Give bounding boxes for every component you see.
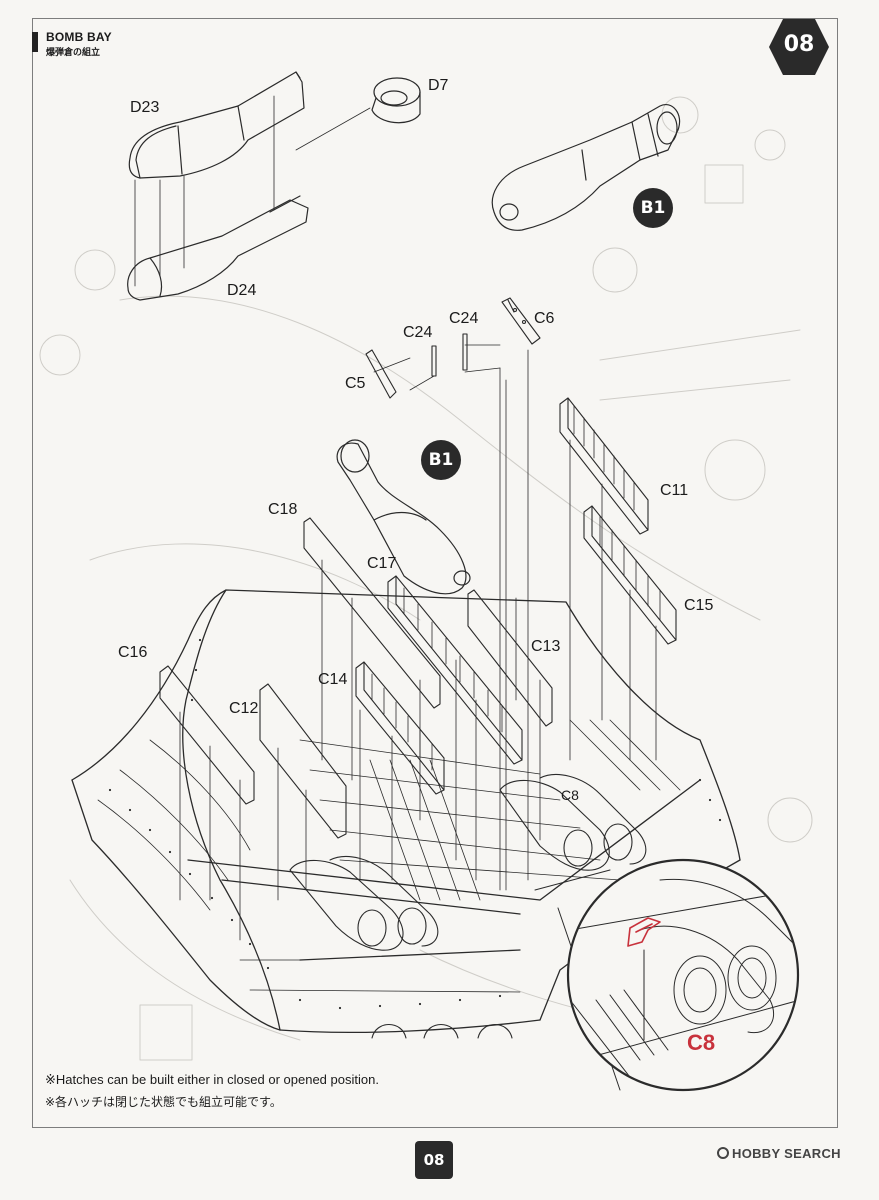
- part-c14-door: [355, 661, 445, 881]
- page-frame: [32, 18, 838, 1128]
- label-d24: D24: [227, 282, 257, 299]
- part-d23-bomb-half: [128, 71, 305, 179]
- c8-highlight-part: [627, 917, 661, 947]
- assembly-guides-d23-d24: [134, 95, 371, 287]
- label-c14: C14: [318, 671, 348, 688]
- label-c13: C13: [531, 638, 561, 655]
- part-c11-door: [559, 397, 649, 761]
- watermark-text: HOBBY SEARCH: [732, 1146, 841, 1161]
- label-c24-right: C24: [449, 310, 479, 327]
- hobby-search-logo-icon: [717, 1147, 729, 1159]
- note-english: ※Hatches can be built either in closed o…: [45, 1072, 379, 1087]
- part-c12-door: [239, 683, 347, 941]
- bay-bombs: [289, 774, 647, 951]
- label-c11: C11: [660, 482, 689, 499]
- label-c16: C16: [118, 644, 148, 661]
- page-number: 08: [415, 1141, 453, 1179]
- part-b1-bomb-assembled: [491, 104, 681, 231]
- c8-detail-callout: [534, 858, 800, 1092]
- label-c8: C8: [561, 787, 579, 803]
- label-c18: C18: [268, 501, 298, 518]
- section-marker: [32, 32, 38, 52]
- label-c6: C6: [534, 310, 555, 327]
- label-c24-left: C24: [403, 324, 433, 341]
- underside-blisters: [371, 1023, 513, 1039]
- label-c12: C12: [229, 700, 259, 717]
- label-c8-detail: C8: [687, 1030, 716, 1055]
- step-number: 08: [783, 32, 815, 57]
- label-d7: D7: [428, 77, 449, 94]
- bomb-bay-structure: [71, 589, 741, 1034]
- step-number-badge: 08: [768, 18, 830, 76]
- watermark: HOBBY SEARCH: [717, 1146, 841, 1161]
- section-title: BOMB BAY: [46, 30, 112, 44]
- b1-marker-top: B1: [633, 188, 673, 228]
- rivet-dots: [108, 638, 722, 1010]
- part-c13-door: [467, 589, 553, 841]
- part-c5-plate: [365, 349, 411, 399]
- b1-marker-middle: B1: [421, 440, 461, 480]
- part-c16-door: [159, 665, 255, 901]
- label-c15: C15: [684, 597, 714, 614]
- section-subtitle: 爆弾倉の組立: [46, 47, 101, 57]
- part-b1-bomb-middle: [336, 439, 471, 595]
- label-d23: D23: [130, 99, 160, 116]
- part-d7-ring: [371, 77, 421, 124]
- part-c15-door: [583, 505, 677, 761]
- part-d24-bomb-half: [127, 195, 309, 301]
- label-c17: C17: [367, 555, 397, 572]
- part-c24-pins: [409, 333, 501, 891]
- label-c5: C5: [345, 375, 366, 392]
- hexagon-icon: [769, 19, 829, 75]
- part-c6-bracket: [501, 297, 541, 891]
- note-japanese: ※各ハッチは閉じた状態でも組立可能です。: [45, 1095, 282, 1109]
